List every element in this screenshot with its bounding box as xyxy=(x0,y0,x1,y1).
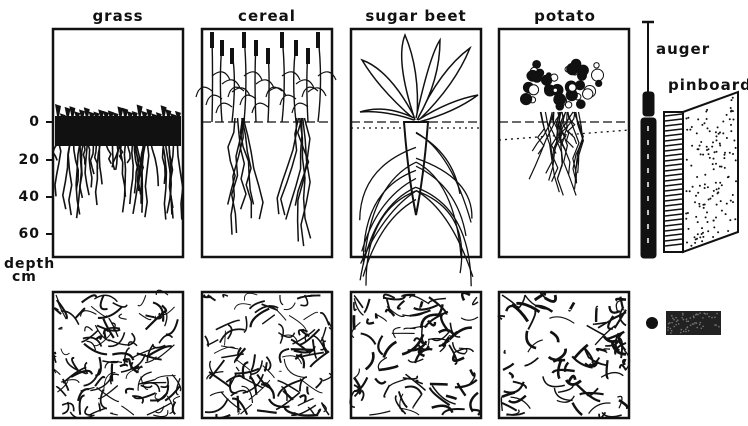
auger-tool xyxy=(641,22,656,258)
potato-root-network xyxy=(498,293,629,418)
root-dot-marker xyxy=(646,317,658,329)
grass-root-network xyxy=(53,290,181,418)
depth-tick-40: 40 xyxy=(2,189,40,205)
crop-title-cereal: cereal xyxy=(192,7,342,25)
auger-label: auger xyxy=(656,40,710,58)
sugar-beet-plant-profile xyxy=(360,35,478,286)
grass-plant-profile xyxy=(53,104,183,220)
cereal-root-network xyxy=(204,293,332,418)
crop-title-potato: potato xyxy=(490,7,640,25)
crop-title-sugar-beet: sugar beet xyxy=(341,7,491,25)
depth-tick-20: 20 xyxy=(2,152,40,168)
potato-profile-panel xyxy=(499,29,629,257)
soil-sample-marker xyxy=(666,311,721,335)
sugar-beet-root-network xyxy=(350,293,480,415)
sugar-beet-horizontal-section xyxy=(351,292,481,418)
crop-title-grass: grass xyxy=(43,7,193,25)
potato-plant-profile xyxy=(521,59,604,195)
pinboard-label: pinboard xyxy=(668,76,748,94)
cereal-plant-profile xyxy=(196,32,336,246)
depth-tick-0: 0 xyxy=(2,114,40,130)
pinboard-tool xyxy=(664,92,738,252)
depth-tick-60: 60 xyxy=(2,226,40,242)
depth-unit-label: cm xyxy=(12,271,37,284)
